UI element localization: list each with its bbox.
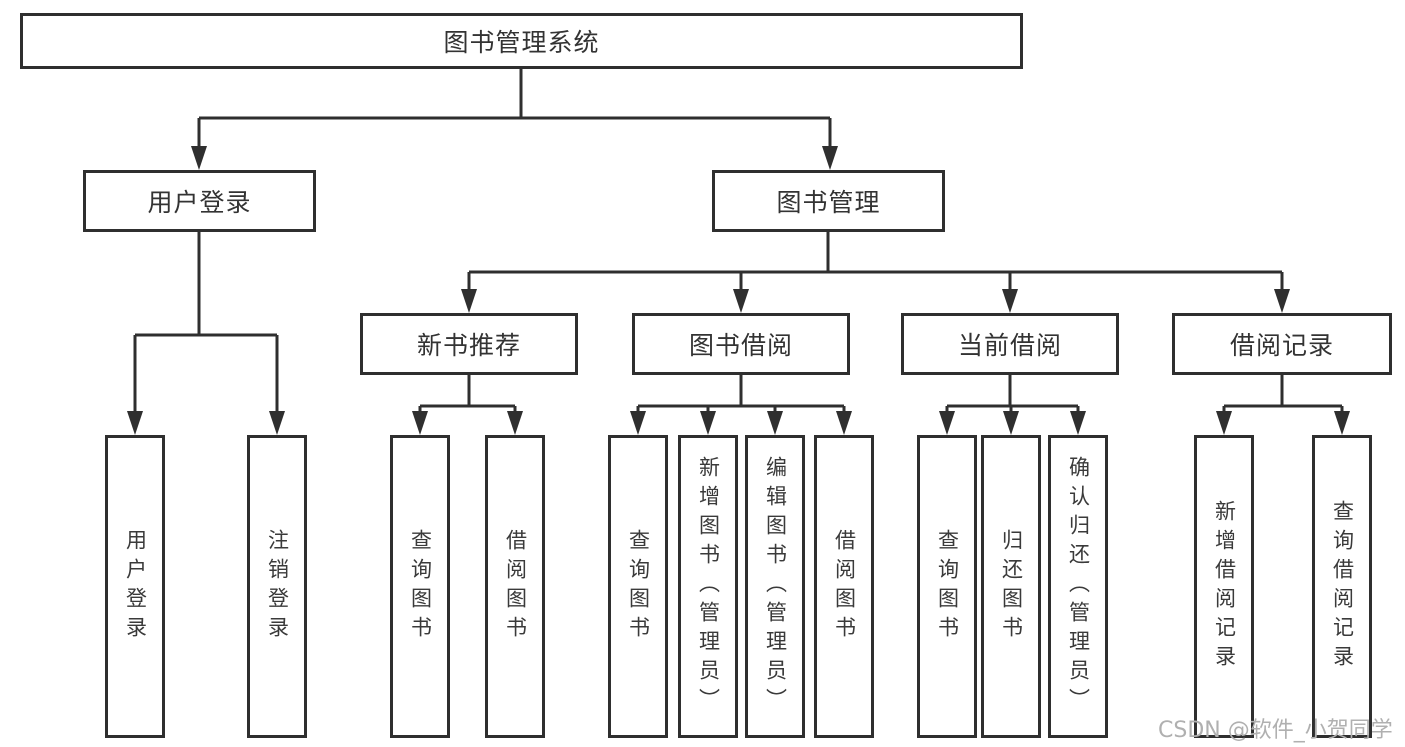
node-book-borrowing: 图书借阅	[632, 313, 850, 375]
node-library-management-system: 图书管理系统	[20, 13, 1023, 69]
node-leaf-logout-login: 注销登录	[247, 435, 307, 738]
leaf-label: 注销登录	[265, 528, 290, 645]
leaf-label: 借阅图书	[503, 528, 528, 645]
leaf-label: 新增图书（管理员）	[696, 456, 721, 717]
node-leaf-user-login: 用户登录	[105, 435, 165, 738]
node-leaf-borrow-books-2: 借阅图书	[814, 435, 874, 738]
leaf-label: 确认归还（管理员）	[1066, 456, 1091, 717]
node-leaf-query-books-1: 查询图书	[390, 435, 450, 738]
leaf-label: 用户登录	[123, 528, 148, 645]
leaf-label: 查询图书	[626, 528, 651, 645]
leaf-label: 编辑图书（管理员）	[763, 456, 788, 717]
node-leaf-add-books-admin: 新增图书（管理员）	[678, 435, 738, 738]
node-leaf-confirm-return-admin: 确认归还（管理员）	[1048, 435, 1108, 738]
node-book-management: 图书管理	[712, 170, 945, 232]
leaf-label: 新增借阅记录	[1212, 499, 1237, 674]
leaf-label: 查询借阅记录	[1330, 499, 1355, 674]
node-leaf-query-books-2: 查询图书	[608, 435, 668, 738]
leaf-label: 查询图书	[935, 528, 960, 645]
node-leaf-query-books-3: 查询图书	[917, 435, 977, 738]
node-leaf-query-borrow-record: 查询借阅记录	[1312, 435, 1372, 738]
node-leaf-edit-books-admin: 编辑图书（管理员）	[745, 435, 805, 738]
watermark: CSDN @软件_小贺同学	[1158, 718, 1393, 743]
node-borrowing-records: 借阅记录	[1172, 313, 1392, 375]
node-leaf-add-borrow-record: 新增借阅记录	[1194, 435, 1254, 738]
node-user-login: 用户登录	[83, 170, 316, 232]
leaf-label: 查询图书	[408, 528, 433, 645]
leaf-label: 借阅图书	[832, 528, 857, 645]
node-leaf-borrow-books-1: 借阅图书	[485, 435, 545, 738]
leaf-label: 归还图书	[999, 528, 1024, 645]
node-new-book-recommend: 新书推荐	[360, 313, 578, 375]
node-current-borrowing: 当前借阅	[901, 313, 1119, 375]
node-leaf-return-books: 归还图书	[981, 435, 1041, 738]
